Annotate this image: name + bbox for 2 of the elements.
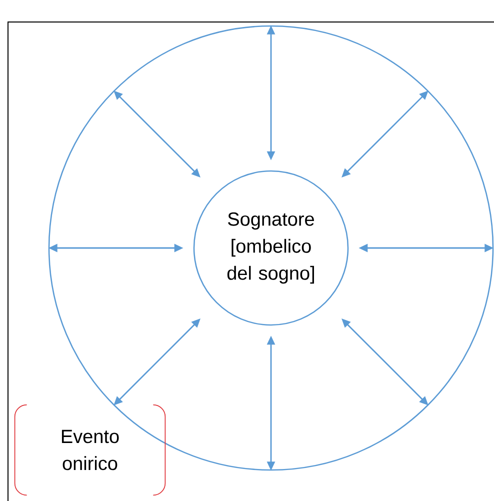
bracket-box: Evento onirico xyxy=(14,404,166,496)
circle-node: Sognatore [ombelico del sogno] xyxy=(193,170,349,326)
